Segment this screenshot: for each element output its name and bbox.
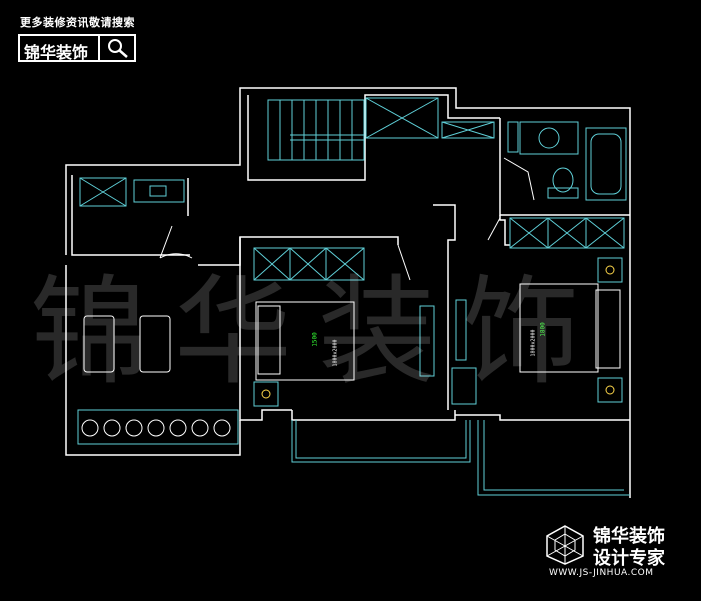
nightstand-1 <box>253 381 279 407</box>
search-banner: 更多装修资讯敬请搜索 锦华装饰 <box>18 14 140 64</box>
lounge-chair-1 <box>83 315 115 373</box>
balcony-mid <box>291 420 471 463</box>
shower-tray <box>79 177 127 207</box>
search-icon[interactable] <box>98 36 134 60</box>
footer-brand-name: 锦华装饰 <box>593 526 665 547</box>
bed-2 <box>519 283 599 373</box>
door-2 <box>397 244 411 281</box>
wall-bedroom1-right <box>291 410 456 421</box>
footer-brand: 锦华装饰 设计专家 WWW.JS-JINHUA.COM <box>545 522 685 582</box>
balcony-right <box>477 420 630 496</box>
nightstand-3 <box>597 377 623 403</box>
wall-outer-left <box>65 87 631 498</box>
bath-tub <box>585 127 627 201</box>
closet-mid <box>451 367 477 405</box>
nightstand-2 <box>597 257 623 283</box>
tv-unit-2 <box>455 299 467 361</box>
lounge-chair-2 <box>139 315 171 373</box>
wall-bedroom2 <box>455 414 630 421</box>
sink-counter <box>519 121 579 155</box>
wall-bedroom1 <box>239 237 292 421</box>
shower <box>507 121 519 153</box>
footer-url[interactable]: WWW.JS-JINHUA.COM <box>549 568 654 578</box>
vanity <box>133 179 185 203</box>
sink-icon <box>538 127 560 149</box>
banner-tagline: 更多装修资讯敬请搜索 <box>20 16 135 29</box>
wall-mid <box>433 204 456 410</box>
door-1 <box>159 225 193 259</box>
cabinet-hall <box>441 121 495 139</box>
banner-logo: 锦华装饰 <box>24 43 89 62</box>
logo-search-box[interactable]: 锦华装饰 <box>18 34 136 62</box>
bed-1 <box>255 301 355 381</box>
cube-logo-icon <box>546 525 584 565</box>
wall-upper-stair <box>247 94 500 181</box>
wall-left-lower <box>65 265 241 456</box>
wardrobe-2 <box>509 217 625 249</box>
plant-icon <box>81 419 99 437</box>
toilet-icon <box>552 167 574 193</box>
lamp-icon <box>261 389 271 399</box>
toilet-tank <box>547 187 579 199</box>
balcony-left <box>77 409 239 445</box>
cabinet-top <box>365 97 439 139</box>
tv-unit-1 <box>419 305 435 377</box>
watermark: 锦华装饰 <box>30 263 607 401</box>
wall-living <box>71 175 190 256</box>
wardrobe-1 <box>253 247 365 281</box>
door-4 <box>503 157 535 201</box>
footer-brand-sub: 设计专家 <box>593 548 665 569</box>
door-3 <box>487 217 501 241</box>
